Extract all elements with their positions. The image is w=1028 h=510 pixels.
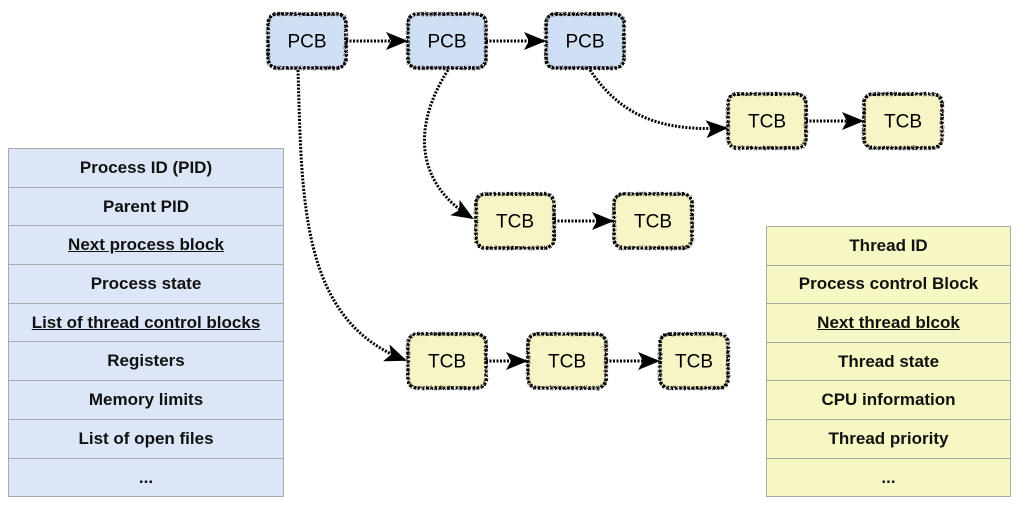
pcb-field-row: Memory limits [9, 381, 283, 420]
node-pcb1: PCB [266, 12, 348, 70]
tcb-field-row: Process control Block [767, 266, 1010, 305]
edge-pcb3-to-tcb3a [588, 69, 728, 139]
pcb-field-row: Process state [9, 265, 283, 304]
pcb-label: PCB [427, 32, 466, 53]
pcb-label: PCB [565, 32, 604, 53]
tcb-label: TCB [496, 212, 534, 233]
pcb-box [544, 12, 626, 70]
tcb-box [862, 92, 944, 150]
nodes-layer: PCB PCB PCB TCB TCB TCB TCB TCB TCB TCB [266, 12, 944, 390]
pcb-box [266, 12, 348, 70]
tcb-box [406, 332, 488, 390]
tcb-label: TCB [634, 212, 672, 233]
edges-layer [296, 32, 864, 370]
tcb-field-row: Thread ID [767, 227, 1010, 266]
tcb-label: TCB [748, 112, 786, 133]
tcb-box [474, 192, 556, 250]
pcb-field-row: List of open files [9, 420, 283, 459]
pcb-field-row: ... [138, 467, 154, 487]
pcb-field-row: List of thread control blocks [9, 304, 283, 343]
tcb-field-row: Thread state [767, 343, 1010, 382]
node-tcb1c: TCB [658, 332, 730, 390]
pcb-field-row: Parent PID [9, 188, 283, 227]
tcb-box [726, 92, 808, 150]
tcb-box [658, 332, 730, 390]
tcb-field-row: Thread priority [767, 420, 1010, 459]
node-tcb2b: TCB [612, 192, 694, 250]
tcb-field-row: Next thread blcok [767, 304, 1010, 343]
edge-pcb1-to-tcb1a [296, 69, 407, 362]
node-tcb1a: TCB [406, 332, 488, 390]
node-pcb3: PCB [544, 12, 626, 70]
node-tcb1b: TCB [526, 332, 608, 390]
pcb-field-row: Registers [9, 342, 283, 382]
tcb-box [526, 332, 608, 390]
node-tcb2a: TCB [474, 192, 556, 250]
node-tcb3a: TCB [726, 92, 808, 150]
tcb-label: TCB [675, 352, 713, 373]
node-tcb3b: TCB [862, 92, 944, 150]
pcb-box [406, 12, 488, 70]
tcb-label: TCB [548, 352, 586, 373]
tcb-field-row: CPU information [767, 381, 1010, 420]
pcb-field-row: Next process block [9, 226, 283, 266]
node-pcb2: PCB [406, 12, 488, 70]
pcb-field-row: Process ID (PID) [9, 149, 283, 188]
tcb-label: TCB [428, 352, 466, 373]
tcb-field-row: ... [881, 467, 896, 487]
pcb-label: PCB [287, 32, 326, 53]
tcb-box [612, 192, 694, 250]
edge-pcb2-to-tcb2a [422, 69, 474, 220]
tcb-label: TCB [884, 112, 922, 133]
